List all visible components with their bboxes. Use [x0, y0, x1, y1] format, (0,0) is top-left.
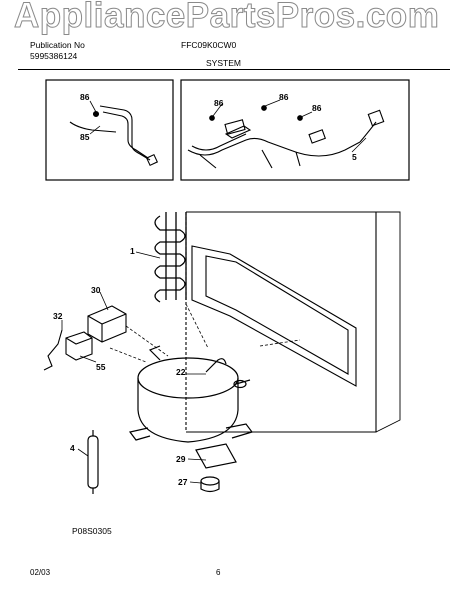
section-title: SYSTEM [206, 58, 241, 68]
callout-30: 30 [91, 285, 101, 295]
callout-86-right-a: 86 [214, 98, 224, 108]
callout-86-right-c: 86 [312, 103, 322, 113]
header-rule [18, 69, 450, 70]
figure-code: P08S0305 [72, 526, 112, 536]
inset-leader-lines [89, 99, 367, 153]
relay-assembly [43, 305, 127, 371]
inset-right-frame [180, 79, 410, 181]
page-number: 6 [216, 568, 221, 577]
callout-55: 55 [96, 362, 106, 372]
inset-right-wiring [187, 105, 385, 169]
callout-4: 4 [70, 443, 75, 453]
callout-86-left: 86 [80, 92, 90, 102]
inset-left-frame [45, 79, 174, 181]
publication-label: Publication No [30, 40, 85, 50]
footer-date: 02/03 [30, 568, 51, 577]
grommet [200, 476, 220, 493]
model-number: FFC09K0CW0 [181, 40, 237, 50]
callout-29: 29 [176, 454, 186, 464]
publication-number: 5995386124 [30, 51, 78, 61]
callout-27: 27 [178, 477, 188, 487]
filter-drier [87, 430, 99, 494]
callout-22: 22 [176, 367, 186, 377]
compressor [128, 345, 253, 469]
callout-32: 32 [53, 311, 63, 321]
callout-1: 1 [130, 246, 135, 256]
watermark: AppliancePartsPros.com [13, 0, 440, 36]
callout-85: 85 [80, 132, 90, 142]
condenser-coil [154, 212, 187, 303]
main-leader-lines [61, 251, 207, 484]
connection-dashes [109, 303, 301, 363]
callout-5: 5 [352, 152, 357, 162]
cabinet-outline [185, 211, 401, 433]
callout-86-right-b: 86 [279, 92, 289, 102]
inset-left-wiring [69, 105, 159, 167]
